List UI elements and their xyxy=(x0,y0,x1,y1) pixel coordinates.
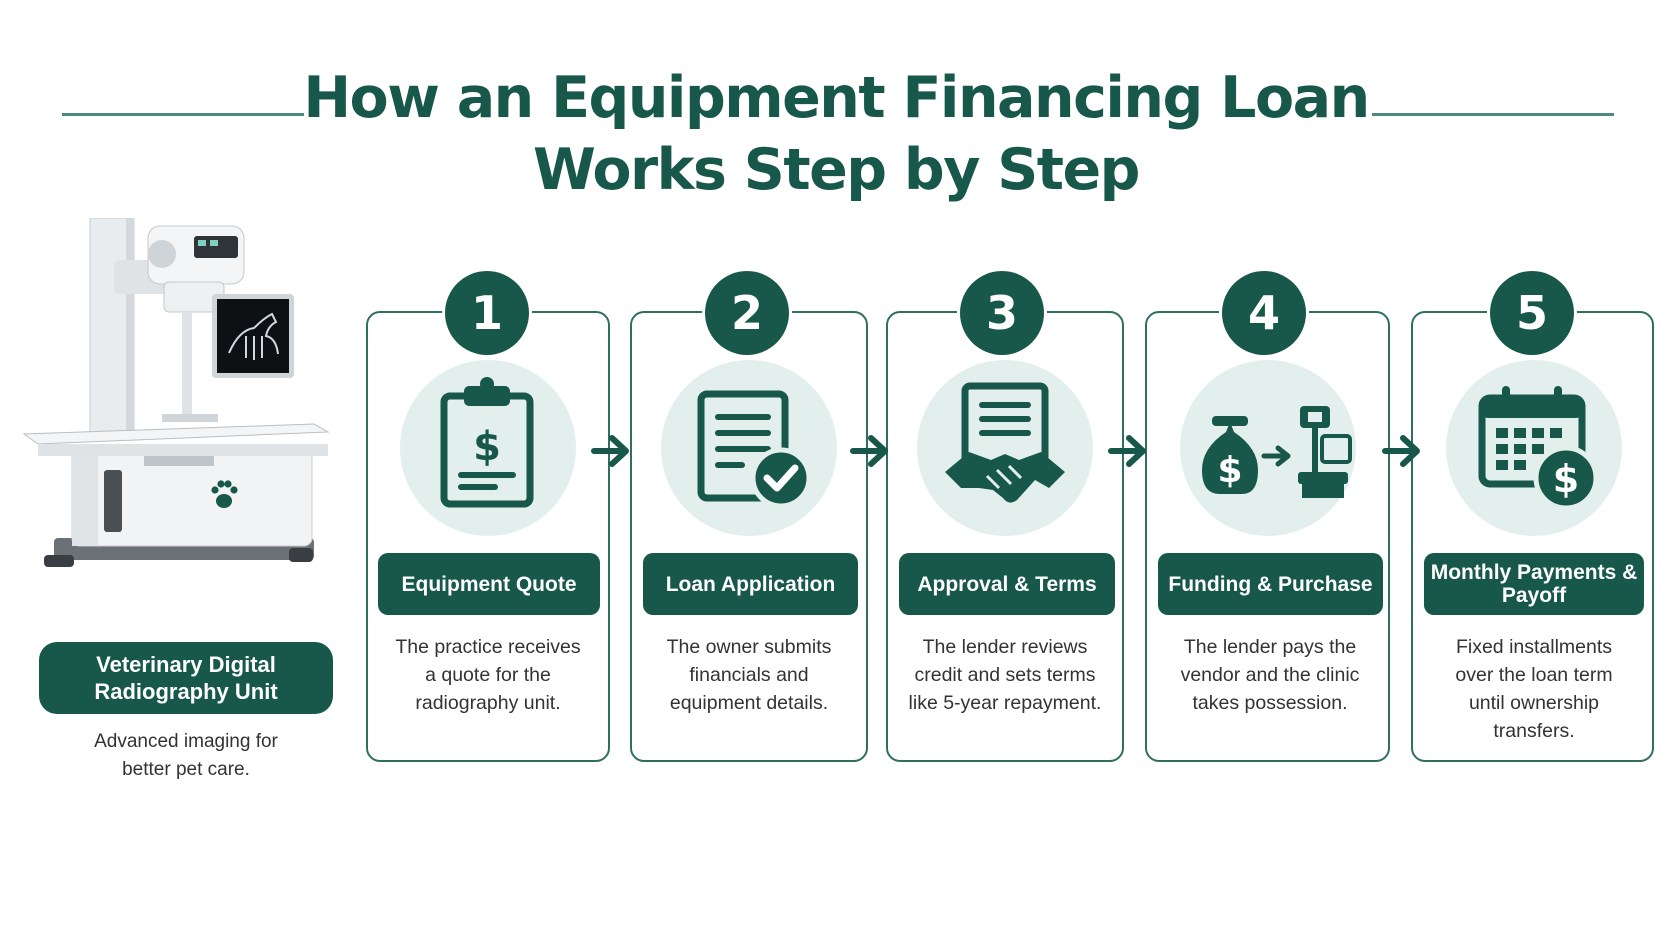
title-rule-left xyxy=(62,113,304,116)
document-check-icon xyxy=(697,390,812,509)
step-label-2: Loan Application xyxy=(643,553,858,615)
step-description-2: The owner submits financials and equipme… xyxy=(666,636,832,714)
step-description-5: Fixed installments over the loan term un… xyxy=(1455,636,1613,742)
step-description-4: The lender pays the vendor and the clini… xyxy=(1180,636,1360,714)
step-number-2: 2 xyxy=(705,271,789,355)
equipment-caption: Advanced imaging for better pet care. xyxy=(94,731,278,780)
step-number-4: 4 xyxy=(1222,271,1306,355)
clipboard-dollar-icon: $ xyxy=(440,377,534,508)
svg-text:$: $ xyxy=(1217,450,1242,491)
paw-icon xyxy=(211,480,238,508)
step-label-5: Monthly Payments & Payoff xyxy=(1424,553,1644,615)
equipment-name-badge: Veterinary Digital Radiography Unit xyxy=(39,642,333,714)
calendar-dollar-icon: $ xyxy=(1478,386,1599,511)
step-label-3: Approval & Terms xyxy=(899,553,1115,615)
dog-xray-monitor xyxy=(212,294,294,378)
svg-text:$: $ xyxy=(473,424,501,470)
page-title: How an Equipment Financing Loan Works St… xyxy=(303,65,1370,203)
step-number-5: 5 xyxy=(1490,271,1574,355)
arrow-right-icon xyxy=(591,435,629,467)
money-bag-to-equipment-icon: $ xyxy=(1202,406,1352,498)
title-rule-right xyxy=(1372,113,1614,116)
handshake-contract-icon xyxy=(945,382,1065,503)
step-number-3: 3 xyxy=(960,271,1044,355)
svg-text:$: $ xyxy=(1553,457,1579,501)
step-description-1: The practice receives a quote for the ra… xyxy=(395,636,581,714)
arrow-right-icon xyxy=(1382,435,1420,467)
step-number-1: 1 xyxy=(445,271,529,355)
arrow-right-icon xyxy=(850,435,888,467)
step-label-4: Funding & Purchase xyxy=(1158,553,1383,615)
step-description-3: The lender reviews credit and sets terms… xyxy=(908,636,1102,714)
x-ray-machine-illustration xyxy=(22,218,330,567)
step-label-1: Equipment Quote xyxy=(378,553,600,615)
arrow-right-icon xyxy=(1108,435,1146,467)
